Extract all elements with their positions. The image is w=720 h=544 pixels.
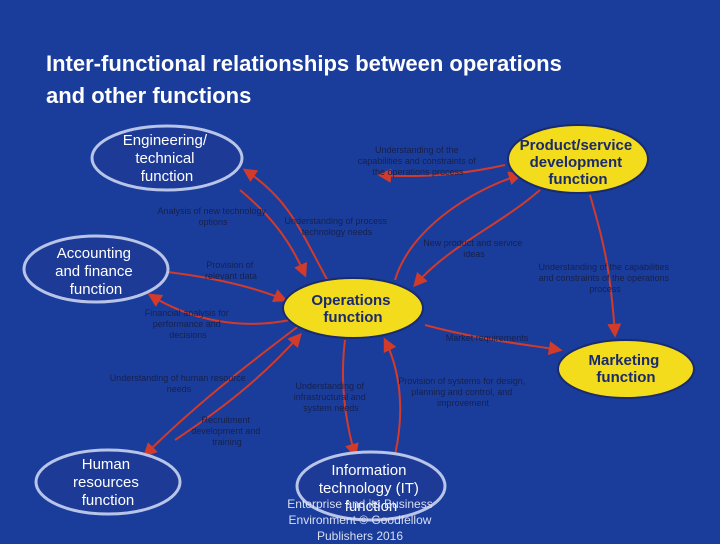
label-relevant-data: Provision of relevant data [205,260,257,281]
connector-arrows [143,164,622,458]
node-accounting: Accounting and finance function [22,234,170,304]
label-analysis-tech: Analysis of new technology options [157,206,268,227]
edge-labels: Understanding of the capabilities and co… [110,145,671,447]
label-financial-analysis: Financial analysis for performance and d… [145,308,232,340]
arrow-engineering-to-ops [239,189,308,278]
label-capabilities-ops-2: Understanding of the capabilities and co… [538,262,671,294]
title-line-2: and other functions [46,83,252,108]
node-product: Product/service development function [507,124,649,194]
svg-text:Accounting and finance: Accounting and finance function [55,245,137,298]
node-operations: Operations function [282,277,424,339]
arrow-ops-to-accounting [147,293,291,325]
arrow-ops-to-engineering [242,168,331,286]
arrow-ops-to-hr [143,324,301,457]
arrow-ops-to-it [342,339,359,458]
arrow-marketing-ops [424,324,563,356]
label-systems-design: Provision of systems for design, plannin… [398,376,528,408]
label-capabilities-ops: Understanding of the capabilities and co… [358,145,479,177]
slide-title: Inter-functional relationships between o… [46,48,706,112]
svg-text:Human resources fu: Human resources function [73,456,143,509]
label-new-products: New product and service ideas [423,238,525,259]
title-line-1: Inter-functional relationships between o… [46,51,562,76]
svg-text:Marketing function: Marketing function [588,352,663,386]
slide-footer: Enterprise and its Business Environment … [287,497,433,543]
svg-text:Engineering/ technical: Engineering/ technical function [123,132,211,185]
node-engineering: Engineering/ technical function [90,124,244,192]
arrow-it-to-ops [383,337,402,456]
node-hr: Human resources function [34,448,182,516]
node-marketing: Marketing function [557,339,695,399]
arrow-hr-to-ops [174,332,302,441]
label-hr-needs: Understanding of human resource needs [110,373,249,394]
svg-text:Operations function: Operations function [311,292,394,326]
svg-text:Product/service developm: Product/service development function [520,137,637,188]
node-it: Information technology (IT) function [295,450,447,522]
label-market-req: Market requirements [446,333,529,343]
arrow-product-to-marketing [589,194,622,338]
arrow-product-to-ops [413,189,541,288]
arrow-product-to-engineering [377,164,506,183]
arrow-ops-to-product [394,171,523,281]
label-process-tech: Understanding of process technology need… [284,216,389,237]
svg-text:Information technology (: Information technology (IT) function [319,462,423,515]
label-recruitment: Recruitment development and training [191,415,263,447]
label-infra-needs: Understanding of infrastructural and sys… [294,381,369,413]
